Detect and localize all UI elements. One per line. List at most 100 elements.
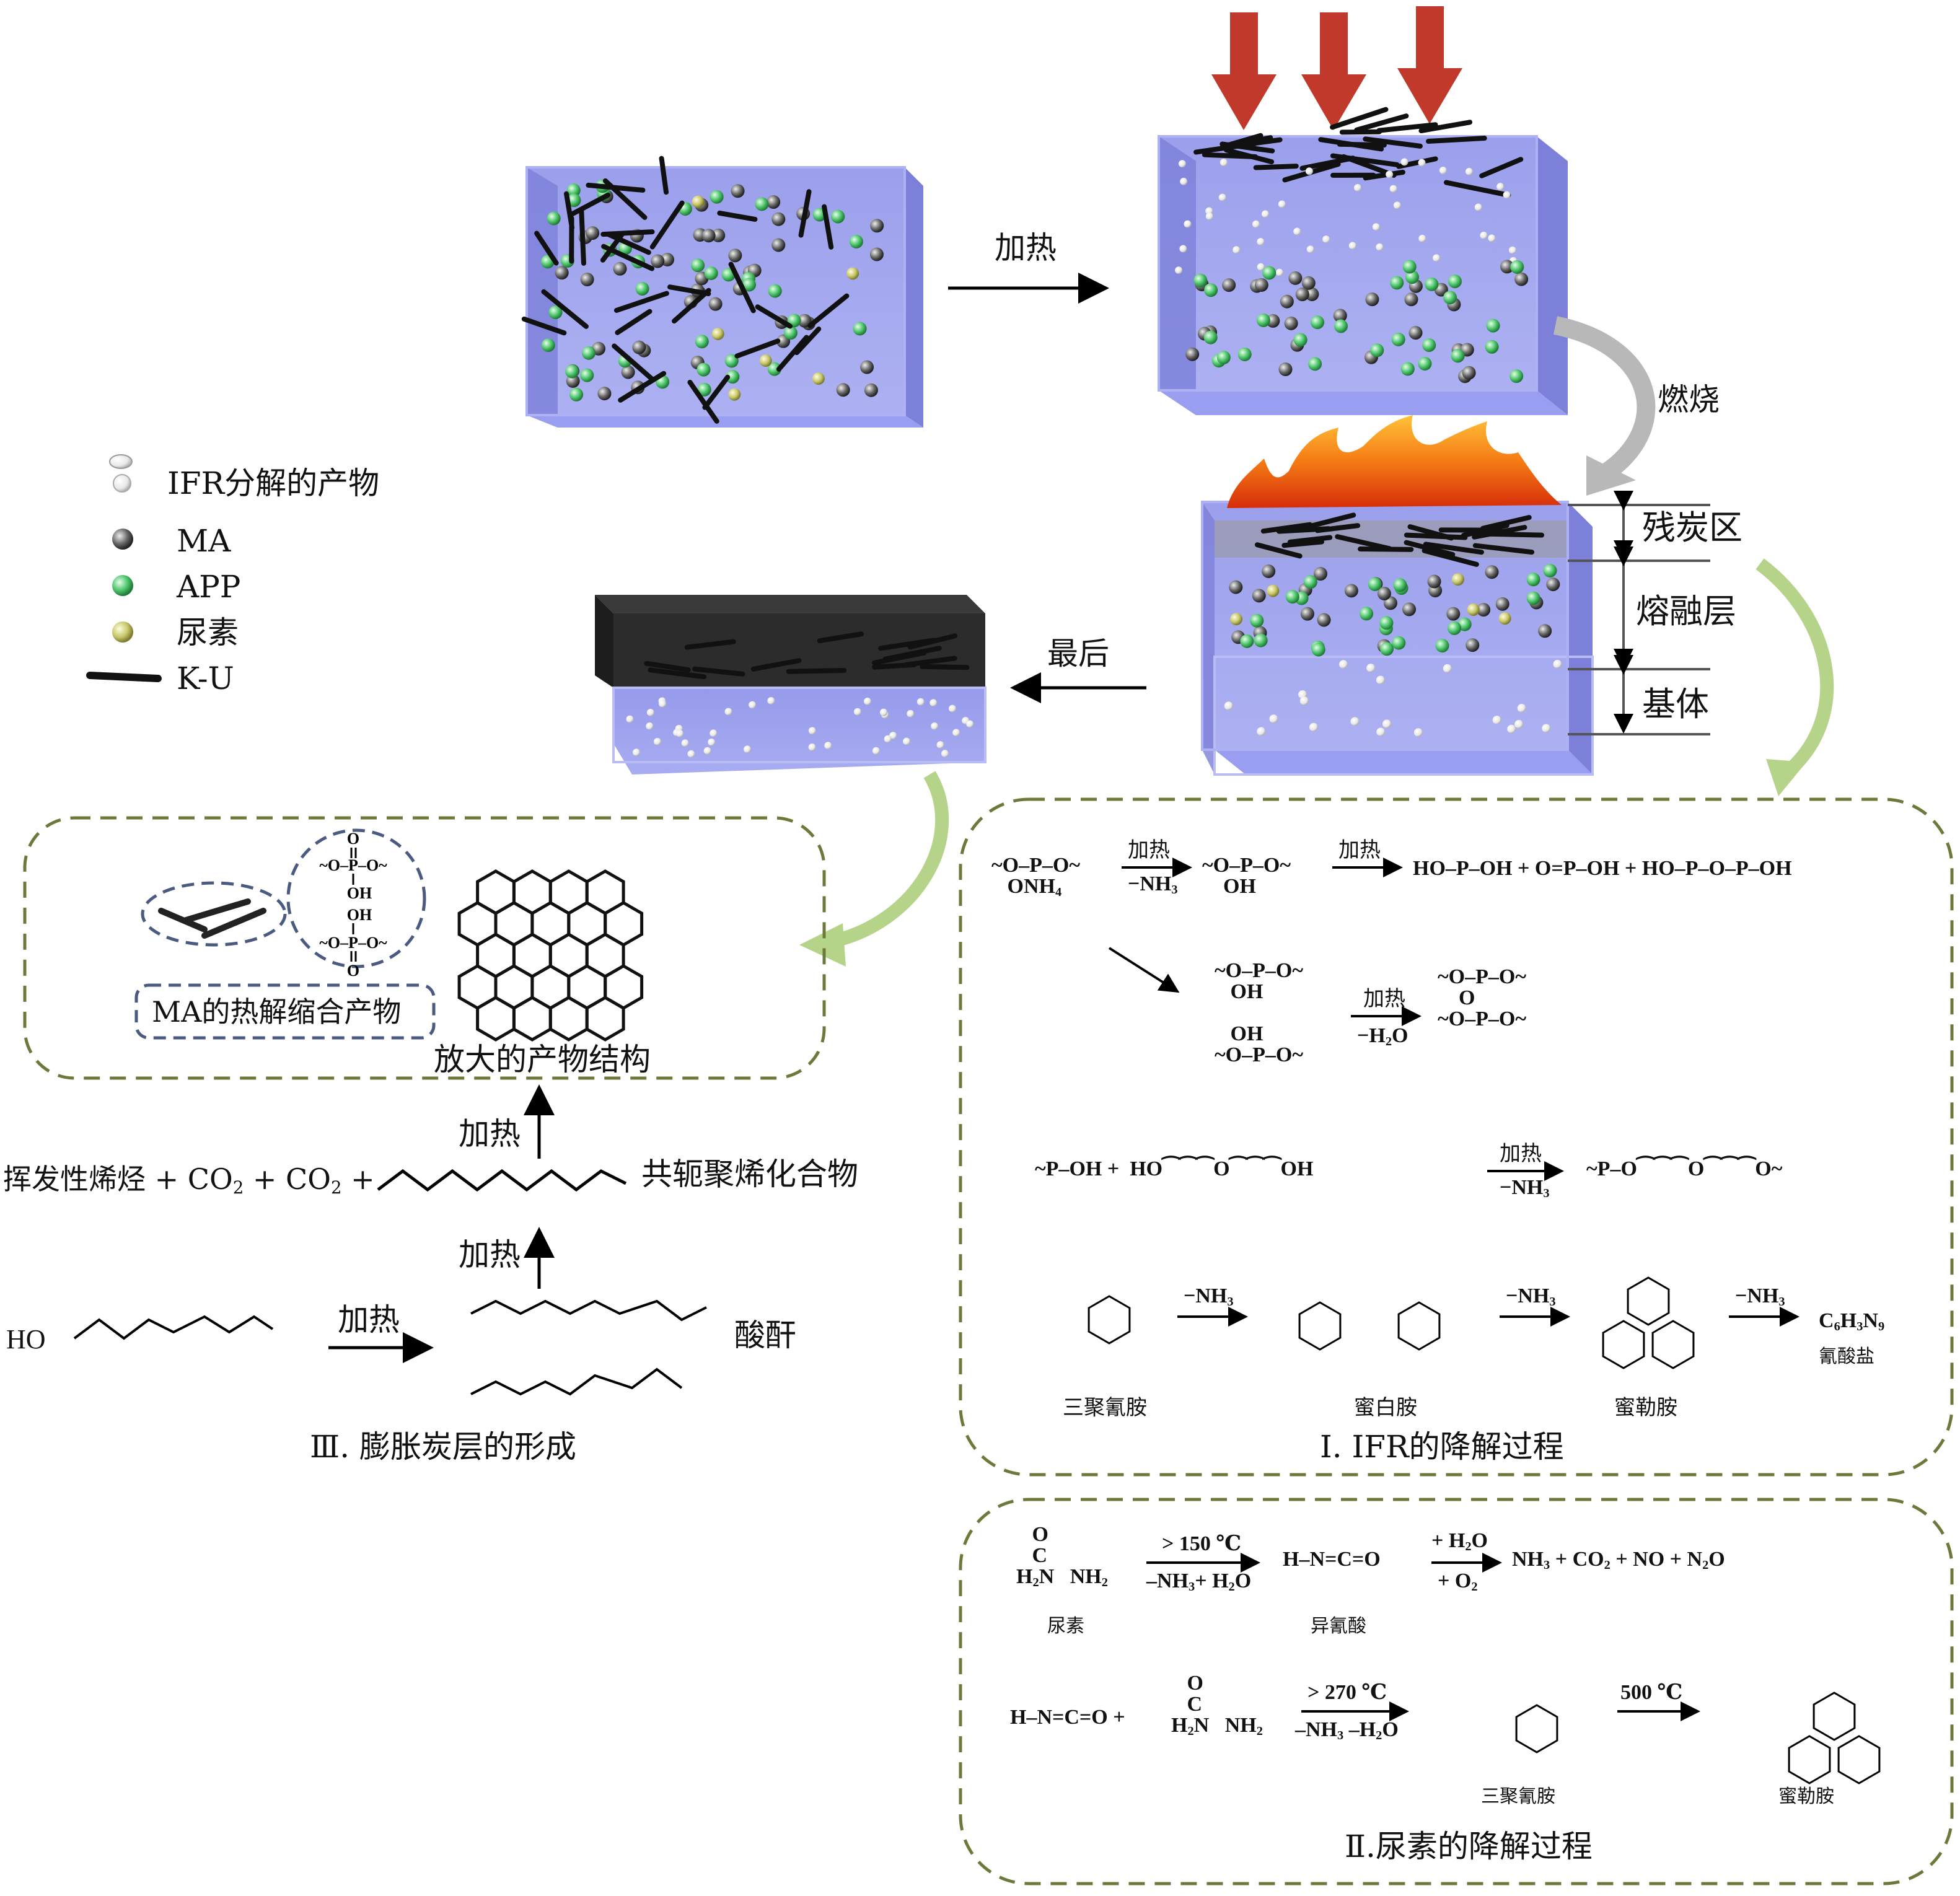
particle (812, 372, 825, 385)
particle (771, 212, 786, 226)
ku-rod (618, 371, 667, 403)
ku-rod (1404, 540, 1456, 557)
panel2-frame (959, 1498, 1954, 1885)
particle (931, 722, 939, 730)
ku-rod (798, 189, 812, 238)
particle (1391, 332, 1405, 346)
particle (547, 211, 561, 226)
particle (884, 735, 892, 743)
particle (1267, 584, 1280, 597)
particle (1553, 659, 1562, 669)
gas-products: NH3 + CO2 + NO + N2O (1512, 1548, 1725, 1573)
ku-rod (667, 284, 711, 297)
ku-rod (1193, 141, 1258, 155)
pyrophosphate: ~O–P–O~ O~O–P–O~ (1438, 965, 1527, 1030)
particle (1311, 315, 1325, 330)
particle (1462, 366, 1476, 380)
ku-rod (600, 231, 625, 263)
particle (1393, 578, 1407, 592)
ku-rod (1330, 153, 1400, 167)
legend-urea: 尿素 (177, 615, 239, 651)
particle (687, 750, 695, 758)
particle (1425, 277, 1439, 291)
graphite-structure (457, 869, 644, 1042)
particle (1360, 607, 1374, 621)
particle (808, 743, 816, 751)
ku-rod (564, 191, 575, 230)
particle (1278, 200, 1286, 208)
ku-rod (649, 200, 685, 250)
particle (1333, 309, 1347, 323)
particle (728, 248, 742, 263)
particle (1348, 242, 1356, 250)
anhydride-chain-bottom (470, 1367, 683, 1396)
zone-melt: 熔融层 (1636, 592, 1736, 631)
ku-rod (702, 374, 731, 410)
particle (580, 273, 594, 287)
ku-rod (755, 304, 793, 329)
triazine-ring (1837, 1735, 1881, 1784)
particle (870, 219, 884, 233)
particle (798, 314, 812, 328)
particle (728, 388, 741, 401)
p3-heat3: 加热 (338, 1302, 400, 1338)
p2-nh3-h2o: –NH3+ H2O (1146, 1569, 1252, 1594)
particle (691, 258, 705, 273)
panel3-frame (23, 816, 826, 1080)
particle (1495, 597, 1510, 611)
particle (1508, 246, 1516, 254)
ku-rod (1330, 107, 1389, 130)
particle (1254, 278, 1268, 292)
ku-rod (734, 338, 781, 359)
particle (1301, 276, 1316, 290)
legend-ifr: IFR分解的产物 (167, 465, 380, 501)
polyene (377, 1169, 627, 1192)
t500: 500 ℃ (1620, 1681, 1683, 1704)
ku-rod (541, 289, 589, 329)
ku-rod (1220, 133, 1263, 149)
svg-text:OH: OH (347, 884, 372, 902)
ku-rod (659, 156, 669, 195)
particle (1261, 210, 1269, 218)
particle (1370, 343, 1384, 358)
particle (1480, 231, 1488, 239)
particle (1334, 319, 1348, 333)
particle (1457, 617, 1472, 631)
triazine-ring (1515, 1704, 1558, 1753)
box-final (595, 595, 987, 775)
urea-label: 尿素 (1047, 1615, 1084, 1637)
isocyanic-b: H–N=C=O + (1010, 1706, 1125, 1729)
particle (653, 737, 661, 745)
particle (1404, 292, 1418, 307)
ku-rod (1314, 523, 1361, 533)
particle (1353, 183, 1361, 191)
particle (582, 346, 596, 360)
particle (1252, 589, 1266, 603)
ku-rod (1255, 542, 1303, 559)
particle (1376, 243, 1384, 251)
ku-rod (1335, 534, 1392, 551)
particle (731, 184, 745, 198)
particle (580, 368, 594, 382)
particle (1262, 266, 1277, 280)
particle (681, 739, 689, 747)
particle (1448, 621, 1462, 635)
particle (1224, 701, 1233, 711)
particle (555, 266, 569, 280)
p1-h2o: −H2O (1357, 1024, 1408, 1049)
particle (569, 387, 584, 402)
p1-nh3-g: −NH3 (1735, 1284, 1785, 1309)
ku-rod (1363, 136, 1423, 149)
ku-rod (822, 204, 834, 250)
particle (1422, 338, 1436, 353)
particle (1405, 270, 1419, 284)
app-formula: ~O–P–O~ ONH4 (991, 854, 1081, 900)
particle (783, 326, 798, 340)
particle (1250, 613, 1264, 628)
particle (1433, 254, 1441, 262)
ku-rod (1253, 164, 1299, 170)
hex-ring (512, 996, 552, 1042)
particle (907, 709, 915, 718)
triazine-ring (1602, 1320, 1645, 1369)
particle (1485, 340, 1499, 354)
